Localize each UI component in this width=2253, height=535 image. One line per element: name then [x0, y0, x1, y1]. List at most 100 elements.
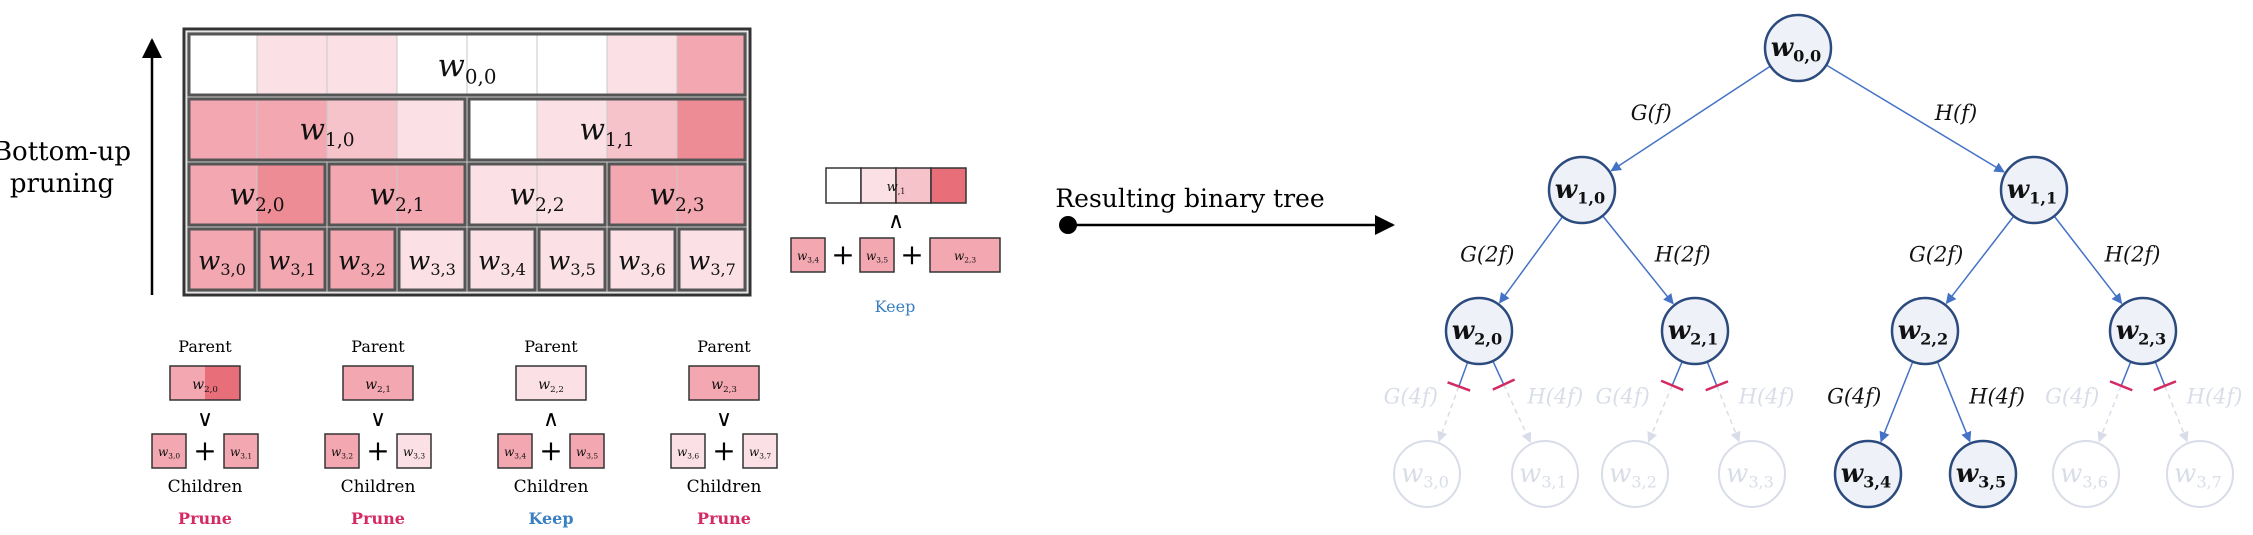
tree-node: w2,0: [1444, 296, 1514, 366]
parent-box: [515, 365, 587, 401]
grid-group-border: [677, 227, 747, 292]
edge-stub: [1706, 361, 1718, 387]
grid-cell: [326, 161, 398, 228]
node-circle: [1601, 440, 1669, 508]
tree-node: w0,0: [1763, 13, 1833, 83]
edge-label: G(4f): [1596, 384, 1650, 408]
edge-pruned: [2164, 385, 2189, 443]
children-label: Children: [168, 477, 243, 497]
grid-cell: [186, 226, 258, 293]
upper-child-value: w2,3: [954, 249, 976, 265]
child-value-left: w3,0: [158, 445, 180, 461]
grid-cell: [676, 96, 748, 163]
edge-label: H(2f): [1654, 242, 1711, 266]
parent-box-half: [170, 366, 205, 400]
grid-label: w3,6: [618, 247, 666, 280]
grid-label: w3,7: [688, 247, 736, 280]
child-value-right: w3,3: [403, 445, 425, 461]
node-label: w2,1: [1668, 316, 1718, 349]
node-circle: [1444, 296, 1514, 366]
upper-parent-cell: [825, 167, 862, 204]
plus-sign: +: [193, 434, 216, 467]
grid-group-border: [607, 162, 747, 227]
tree-node: w1,1: [1999, 155, 2069, 225]
grid-group-border: [537, 227, 607, 292]
edge-label: H(4f): [2186, 384, 2243, 408]
parent-box-half: [689, 366, 724, 400]
grid-cell: [606, 226, 678, 293]
cut-mark: [2109, 380, 2133, 392]
node-circle: [1890, 296, 1960, 366]
grid-cell: [606, 96, 678, 163]
grid-label: w1,1: [579, 113, 634, 152]
node-circle: [2108, 296, 2178, 366]
tree-node: w3,6: [2052, 440, 2120, 508]
edge-pruned: [1437, 386, 1460, 443]
grid-cell: [536, 226, 608, 293]
edge-label: H(4f): [1526, 384, 1583, 408]
axis-label-line1: Bottom-up: [0, 137, 131, 167]
edge-label: G(2f): [1909, 242, 1963, 266]
node-label: w2,2: [1898, 316, 1948, 349]
tree-node: w3,1: [1511, 440, 1579, 508]
node-circle: [1660, 296, 1730, 366]
upper-child-value: w3,5: [866, 249, 888, 265]
edge-label: H(2f): [2104, 242, 2161, 266]
grid-label: w3,0: [198, 247, 246, 280]
child-value-right: w3,7: [749, 445, 771, 461]
parent-box: [688, 365, 760, 401]
parent-label: Parent: [697, 337, 751, 356]
edge-pruned: [1647, 385, 1673, 443]
grid-cell: [186, 96, 258, 163]
node-circle: [1763, 13, 1833, 83]
grid-cell: [396, 226, 468, 293]
tree-edge: G(4f): [1384, 361, 1471, 443]
tree-edge: H(2f): [2053, 215, 2161, 305]
grid-cell: [326, 31, 398, 98]
upper-child-cell: [860, 238, 894, 272]
node-label: w0,0: [1771, 33, 1821, 66]
tree-edge: H(4f): [1705, 361, 1794, 443]
tree-edge: G(2f): [1909, 215, 2015, 305]
grid-label: w3,3: [408, 247, 456, 280]
child-box-right: [223, 433, 259, 469]
child-box-right: [569, 433, 605, 469]
parent-label: Parent: [178, 337, 232, 356]
grid-group-border: [187, 162, 327, 227]
grid-label: w3,2: [338, 247, 386, 280]
upper-operator: ∧: [888, 209, 904, 234]
tree-node: w3,3: [1718, 440, 1786, 508]
parent-box-half: [551, 366, 586, 400]
tree-edge: H(4f): [2153, 361, 2243, 443]
edge-pruned: [1716, 385, 1741, 443]
node-circle: [1718, 440, 1786, 508]
upper-parent-value: w,1: [887, 180, 906, 196]
node-label: w3,2: [1609, 459, 1657, 492]
verdict-prune: Prune: [351, 509, 405, 528]
parent-value: w2,1: [365, 377, 391, 395]
grid-group-border: [327, 162, 467, 227]
tree-edge: G(4f): [1596, 361, 1684, 443]
node-circle: [1511, 440, 1579, 508]
cut-mark: [1660, 379, 1684, 392]
parent-box-half: [516, 366, 551, 400]
edge-line: [1499, 216, 1564, 304]
grid-cell: [676, 161, 748, 228]
tree-edge: G(2f): [1460, 216, 1564, 304]
edge-line: [2053, 215, 2123, 305]
comparison-operator: ∨: [197, 407, 213, 432]
upper-parent-cell: [930, 167, 967, 204]
tree-edge: G(4f): [2045, 361, 2133, 443]
node-label: w3,3: [1726, 459, 1774, 492]
parent-label: Parent: [524, 337, 578, 356]
edge-label: G(4f): [1827, 384, 1881, 408]
grid-group-border: [187, 97, 467, 162]
edge-line: [1879, 361, 1914, 443]
plus-sign: +: [539, 434, 562, 467]
node-circle: [1948, 439, 2018, 509]
child-box-left: [497, 433, 533, 469]
tree-node: w1,0: [1547, 155, 1617, 225]
